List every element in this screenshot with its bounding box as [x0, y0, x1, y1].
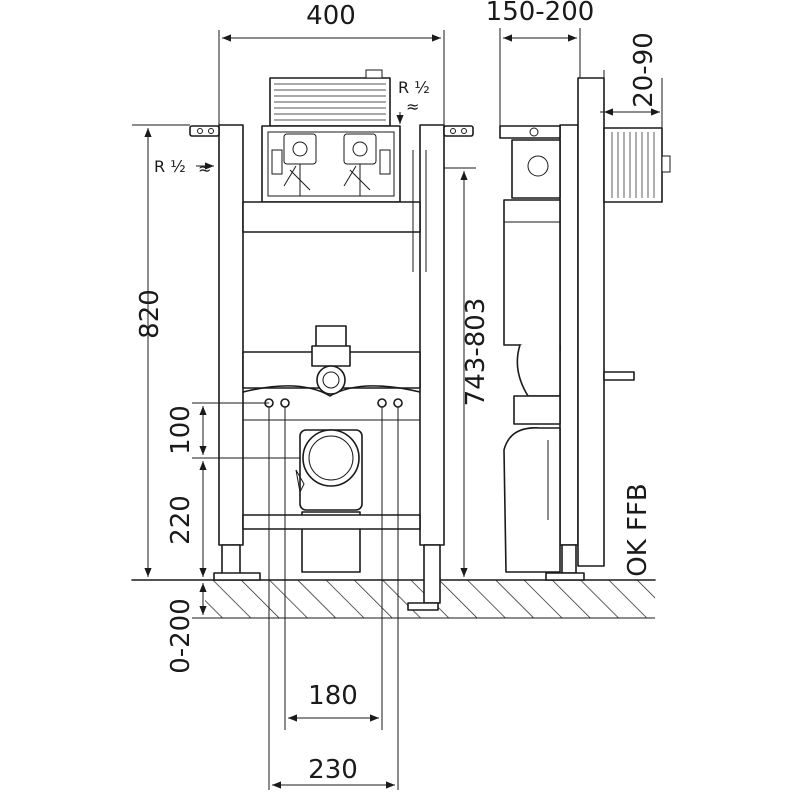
dim-floor-0-200: 0-200 — [166, 598, 196, 674]
side-cistern-valve — [511, 139, 561, 199]
dim-height-820: 820 — [135, 289, 165, 339]
dim-offset-20-90: 20-90 — [629, 32, 659, 108]
side-view — [499, 77, 671, 581]
side-wall-panel — [577, 77, 605, 567]
dim-100: 100 — [166, 405, 196, 455]
flush-outlet — [316, 365, 346, 395]
bottom-crossbar — [242, 514, 421, 530]
side-cistern-tank — [503, 199, 561, 352]
thread-symbol-side: ≈ — [198, 159, 211, 178]
left-wall-bracket — [189, 125, 220, 137]
floor-section — [131, 579, 656, 619]
side-foot — [561, 544, 577, 574]
left-foot — [221, 544, 241, 576]
side-post — [559, 124, 579, 546]
valve-assembly — [271, 133, 391, 196]
side-flush-bend — [516, 344, 561, 397]
thread-label-side: R ½ — [154, 157, 186, 176]
right-post — [419, 124, 445, 546]
floor-reference-label: OK FFB — [623, 483, 653, 577]
right-foot-extended — [423, 544, 441, 604]
left-post — [218, 124, 244, 546]
dim-height-743-803: 743-803 — [461, 298, 491, 407]
mounting-bolts — [264, 398, 403, 408]
side-support-rod — [603, 371, 635, 381]
side-drain-bracket — [513, 395, 561, 425]
thread-symbol-top: ≈ — [406, 97, 419, 116]
dim-width-400: 400 — [306, 1, 356, 31]
wall-offset-box — [603, 127, 663, 203]
dim-230: 230 — [308, 755, 358, 785]
front-view — [189, 69, 474, 611]
dim-depth-150-200: 150-200 — [486, 0, 595, 27]
cistern-lower-panel — [242, 201, 421, 233]
flush-connector — [315, 325, 347, 349]
cistern-valve-housing — [261, 125, 401, 203]
drain-pipe-outlet — [302, 429, 360, 487]
side-drain-pipe — [503, 427, 561, 573]
thread-label-top: R ½ — [398, 78, 430, 97]
right-wall-bracket — [443, 125, 474, 137]
dimension-lines — [132, 28, 663, 790]
dim-220: 220 — [166, 495, 196, 545]
dim-180: 180 — [308, 681, 358, 711]
